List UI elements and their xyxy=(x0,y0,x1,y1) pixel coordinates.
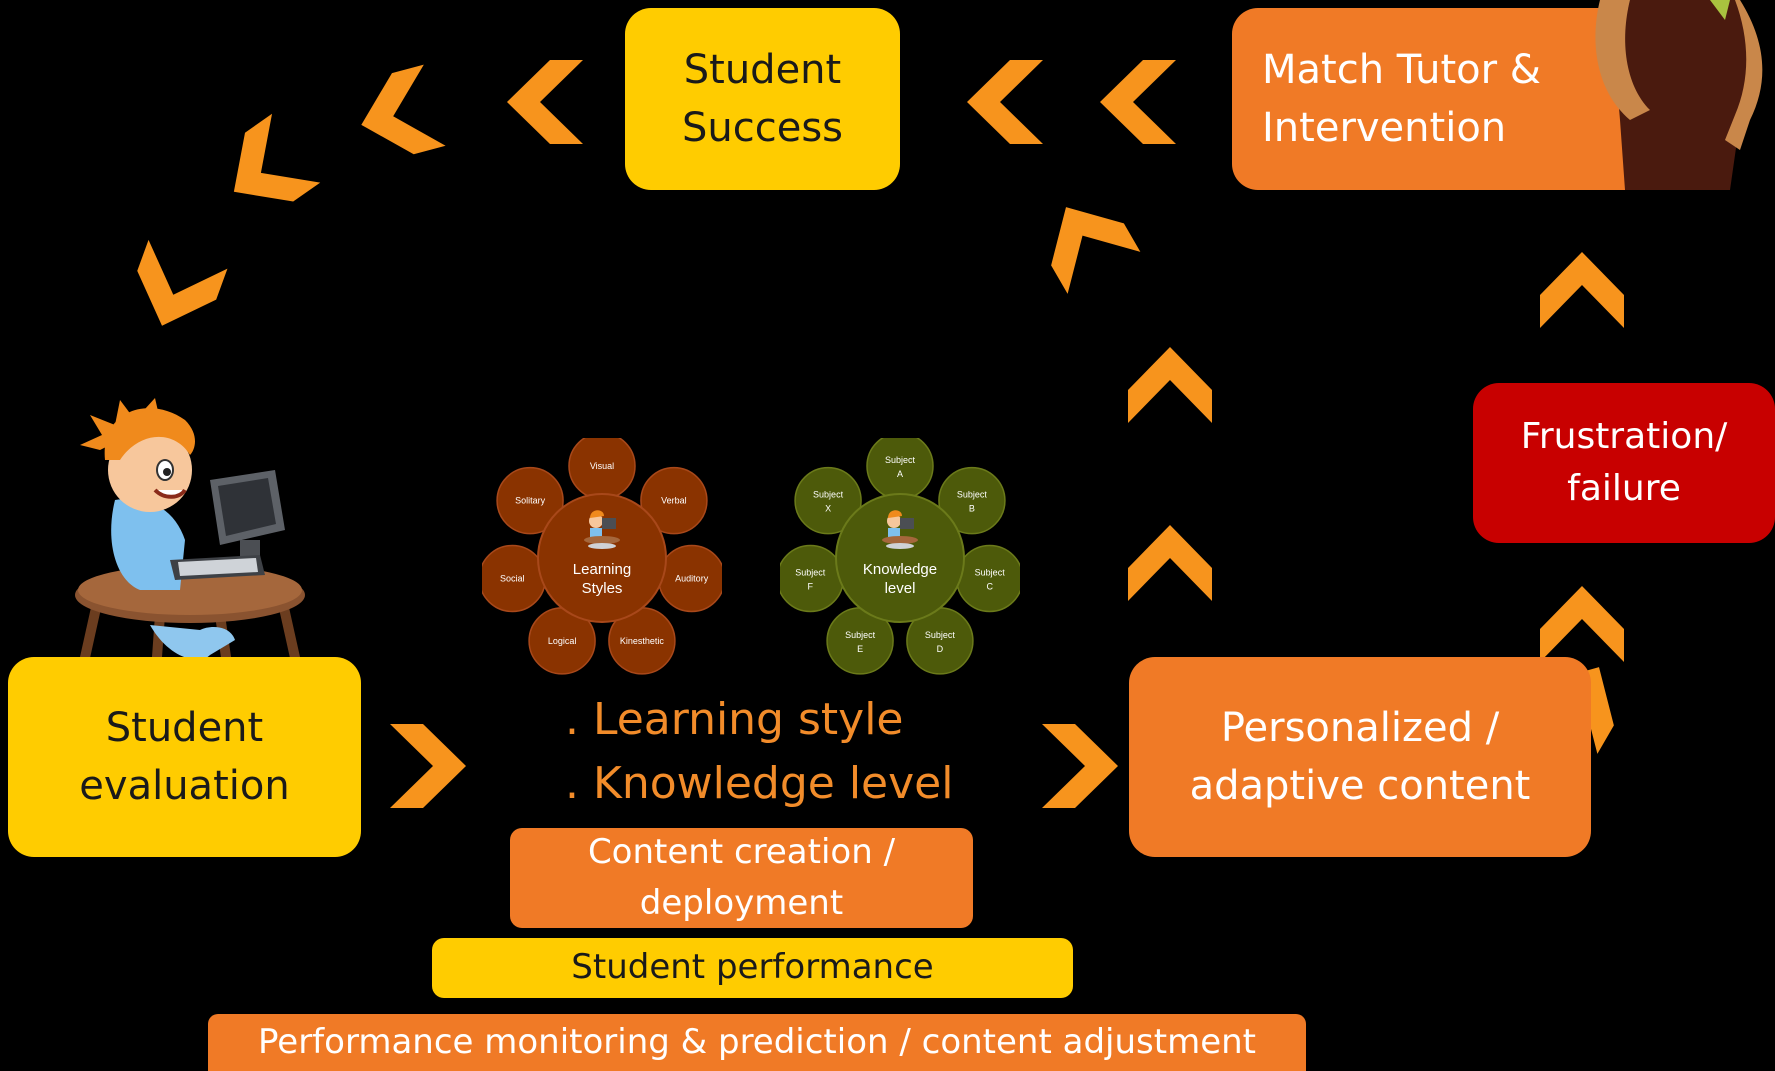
student-success-node: Student Success xyxy=(625,8,900,190)
student-at-computer-icon xyxy=(882,510,918,549)
chevron-arrow-icon xyxy=(1128,347,1212,423)
knowledge-level-center-circle xyxy=(835,493,965,623)
learning-style-item-label: Kinesthetic xyxy=(620,636,665,646)
learning-style-item-label: Visual xyxy=(590,461,614,471)
student-success-label: Student Success xyxy=(681,47,843,151)
profile-line-learning-style: . Learning style xyxy=(565,694,904,745)
profile-line-knowledge-level: . Knowledge level xyxy=(565,758,954,809)
student-evaluation-label: Student evaluation xyxy=(79,705,290,809)
personalized-content-node: Personalized / adaptive content xyxy=(1129,657,1591,857)
chevron-arrow-icon xyxy=(390,724,466,808)
profile-list: . Learning style . Knowledge level xyxy=(565,688,953,816)
chevron-arrow-icon xyxy=(967,60,1043,144)
student-at-computer-icon xyxy=(75,398,305,695)
performance-monitoring-label: Performance monitoring & prediction / co… xyxy=(257,1021,1256,1062)
learning-style-item-label: Verbal xyxy=(661,496,687,506)
chevron-arrow-icon xyxy=(1042,724,1118,808)
student-performance-label: Student performance xyxy=(571,947,934,988)
personalized-content-label: Personalized / adaptive content xyxy=(1189,705,1531,809)
learning-style-item-circle xyxy=(496,466,564,535)
chevron-arrow-icon xyxy=(1051,207,1141,294)
chevron-arrow-icon xyxy=(1540,586,1624,662)
chevron-arrow-icon xyxy=(1540,252,1624,328)
content-creation-node: Content creation / deployment xyxy=(510,828,973,928)
learning-style-item-label: Auditory xyxy=(675,573,709,583)
match-tutor-node: Match Tutor & Intervention xyxy=(1232,8,1662,190)
learning-style-center-circle xyxy=(537,493,667,623)
knowledge-level-item-circle xyxy=(955,544,1020,613)
chevron-arrow-icon xyxy=(1100,60,1176,144)
learning-style-item-label: Solitary xyxy=(515,496,546,506)
content-creation-label: Content creation / deployment xyxy=(587,832,896,923)
frustration-node: Frustration/ failure xyxy=(1473,383,1775,543)
student-performance-node: Student performance xyxy=(432,938,1073,998)
performance-monitoring-node: Performance monitoring & prediction / co… xyxy=(208,1014,1306,1071)
chevron-arrow-icon xyxy=(1128,525,1212,601)
chevron-arrow-icon xyxy=(507,60,583,144)
learning-style-item-label: Logical xyxy=(548,636,577,646)
knowledge-level-item-circle xyxy=(938,466,1006,535)
chevron-arrow-icon xyxy=(361,64,446,155)
learning-style-item-label: Social xyxy=(500,573,525,583)
tutor-figure-icon xyxy=(1595,0,1763,190)
student-evaluation-node: Student evaluation xyxy=(8,657,361,857)
learning-style-item-circle xyxy=(640,466,708,535)
match-tutor-label: Match Tutor & Intervention xyxy=(1262,47,1541,151)
knowledge-level-item-circle xyxy=(794,466,862,535)
student-at-computer-icon xyxy=(584,510,620,549)
chevron-arrow-icon xyxy=(137,239,228,326)
chevron-arrow-icon xyxy=(233,113,321,202)
frustration-label: Frustration/ failure xyxy=(1520,415,1728,509)
knowledge-level-item-circle xyxy=(780,544,845,613)
